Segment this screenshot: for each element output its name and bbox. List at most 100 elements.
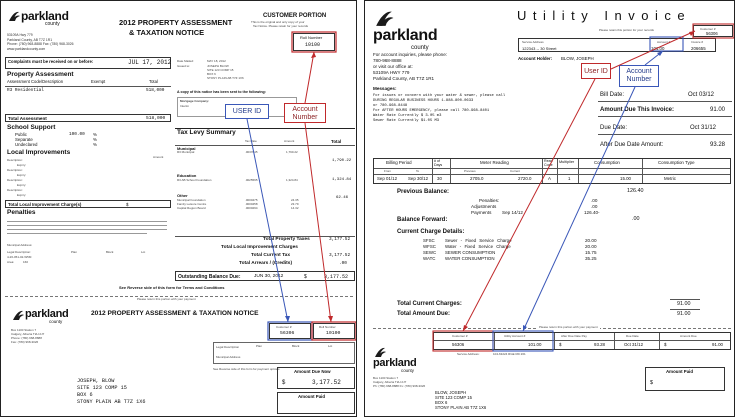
- divider: [578, 159, 579, 183]
- remit-service-label: Service Address:: [457, 352, 480, 356]
- issued-to-line: JOSEPH BLOW: [207, 64, 229, 68]
- previous-balance-label: Previous Balance:: [397, 189, 450, 195]
- divider: [374, 168, 730, 169]
- issued-to-line: SITE 123 COMP 15: [207, 68, 234, 72]
- penalty-text-line: [7, 233, 147, 234]
- payer-line: STONY PLAIN AB T7Z 1X6: [77, 399, 146, 405]
- divider: [598, 101, 732, 102]
- balance-forward-label: Balance Forward:: [397, 217, 448, 223]
- local-improvements-heading: Local Improvements: [7, 149, 71, 156]
- school-undeclared-sym: %: [93, 142, 97, 147]
- user-id-callout: User ID: [581, 63, 611, 79]
- roll-number-box: Roll Number 10100: [293, 33, 335, 51]
- message-line: Sewer Rate Currently $1.05 M3: [373, 119, 440, 123]
- school-public-pct: 100.00: [69, 132, 85, 137]
- complaints-box: Complaints must be received on or before…: [5, 57, 171, 69]
- tax-levy-heading: Tax Levy Summary: [177, 129, 236, 136]
- balance-due-label: Outstanding Balance Due:: [178, 273, 241, 280]
- levy-education-heading: Education: [177, 173, 197, 178]
- logo-word: parkland: [373, 27, 438, 44]
- remit-address-line: Box 1100 Station 7: [11, 328, 37, 332]
- customer-portion-heading: CUSTOMER PORTION: [263, 13, 327, 19]
- charge-desc: SEWER CONSUMPTION: [445, 250, 496, 255]
- payer-line: BLOW, JOSEPH: [435, 390, 467, 395]
- divider: [5, 86, 171, 87]
- levy-row-label: R3 AB School Foundation: [177, 178, 212, 182]
- issued-to-label: Issued to:: [177, 64, 191, 68]
- penalty-text-line: [7, 229, 167, 230]
- amount-paid-label: Amount Paid: [298, 394, 326, 399]
- assess-row-total: 518,000: [146, 88, 165, 93]
- meter-sub: Previous: [464, 169, 476, 173]
- divider: [659, 333, 660, 349]
- amount-paid-box[interactable]: Amount Paid: [277, 392, 355, 414]
- total-property-taxes: 3,177.52: [329, 237, 351, 242]
- total-amount-due-label: Total Amount Due:: [397, 311, 450, 317]
- li-row: Description:: [7, 168, 23, 172]
- charge-desc: Water - Fixed Service Charge: [445, 244, 511, 249]
- legal-block-label: Block: [106, 250, 114, 254]
- logo-sub: county: [49, 319, 63, 324]
- divider: [598, 116, 732, 117]
- logo-sub: county: [45, 21, 60, 27]
- address-line-4: www.parklandcounty.com: [7, 46, 46, 51]
- mortgage-value: Interim: [180, 104, 190, 108]
- account-number-callout: Account Number: [619, 65, 659, 87]
- charge-amount: 35.25: [585, 256, 597, 261]
- bill-date: Oct 03/12: [688, 92, 715, 98]
- parkland-logo-icon: [376, 11, 394, 26]
- li-row: Expiry:: [17, 163, 27, 167]
- invoice-title: Utility Invoice: [517, 8, 692, 23]
- school-public-label: Public: [15, 132, 27, 137]
- logo-word: parkland: [25, 308, 69, 320]
- amount-due-now-label: Amount Due Now: [294, 369, 331, 374]
- issued-to-line: BOX 6: [207, 72, 216, 76]
- remit-customer-box: Customer # 56306: [269, 323, 311, 339]
- customer-number: 56306: [706, 31, 718, 36]
- levy-municipal-total: 1,790.22: [332, 159, 352, 163]
- issued-to-line: STONY PLAIN AB T7Z 1X6: [207, 76, 244, 80]
- legal-desc-label: Legal Description:: [7, 250, 32, 254]
- remit-lot-label: Lot: [328, 344, 333, 348]
- account-holder-label: Account Holder:: [518, 56, 553, 61]
- meter-current: 2720.0: [518, 176, 532, 181]
- levy-municipal-heading: Municipal: [177, 146, 196, 151]
- previous-balance: 126.40: [627, 188, 644, 194]
- penalty-text-line: [7, 225, 167, 226]
- charge-code: WATC: [423, 256, 436, 261]
- divider: [557, 159, 558, 183]
- remit-payment-note: See Reverse side of this form for paymen…: [213, 367, 280, 371]
- levy-row-label: Capital Region Board: [177, 206, 206, 210]
- copy-note: A copy of this notice has been sent to t…: [177, 90, 266, 94]
- levy-education-total: 1,324.84: [332, 178, 352, 182]
- levy-row-amount: 24.35: [291, 198, 299, 202]
- meter-to: Sep 30/12: [408, 176, 429, 181]
- meter-header: Meter Reading: [480, 160, 509, 165]
- levy-row-amount: 14.32: [291, 206, 299, 210]
- remit-note: Please return this portion with your pay…: [537, 325, 600, 329]
- amount-paid-box[interactable]: Amount Paid $: [645, 367, 725, 391]
- remit-roll-value: 10100: [326, 331, 341, 336]
- inquiries-line: Parkland County, AB T7Z 1R1: [373, 76, 435, 81]
- school-separate-label: Separate: [15, 137, 33, 142]
- amount-paid-symbol: $: [650, 380, 653, 386]
- total-current: 91.00: [677, 301, 691, 307]
- divider: [374, 174, 730, 175]
- currency-symbol: $: [304, 273, 307, 280]
- notice-title-2: & TAXATION NOTICE: [129, 28, 205, 37]
- balance-due-row: Outstanding Balance Due: JUN 30, 2012 $ …: [175, 271, 355, 281]
- divider: [434, 340, 730, 341]
- message-line: DURING REGULAR BUSINESS HOURS 1-888-800-…: [373, 99, 474, 103]
- remit-value: 91.00: [712, 342, 723, 347]
- li-total-label: Total Local Improvement Charge(s): [8, 201, 82, 207]
- divider: [614, 333, 615, 349]
- tear-line: [5, 296, 353, 297]
- remit-customer-value: 56306: [280, 331, 295, 336]
- assess-header-exempt: Exempt: [91, 79, 106, 84]
- amount-due: 91.00: [710, 107, 726, 113]
- meter-header: Billing Period: [386, 160, 412, 165]
- remit-value: 93.28: [594, 342, 605, 347]
- payments-label: Payments: [471, 210, 492, 215]
- account-number-callout: Account Number: [284, 103, 326, 123]
- amount-due-label: Amount Due This Invoice:: [600, 107, 675, 113]
